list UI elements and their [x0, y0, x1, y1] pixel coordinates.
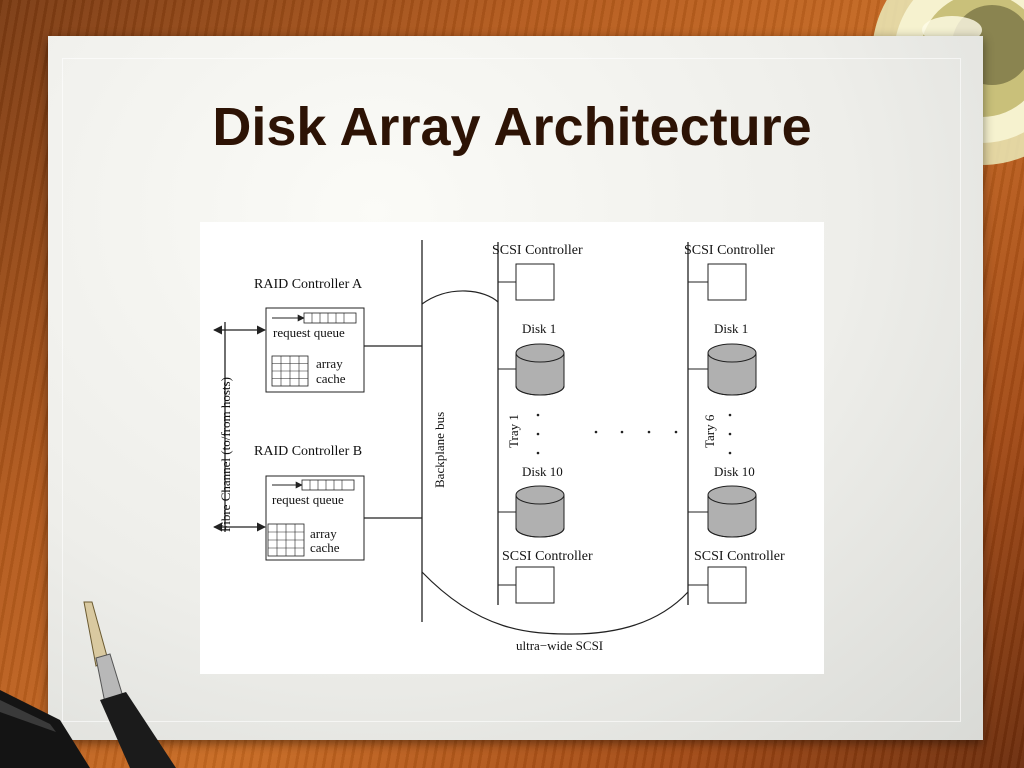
tray-1-bottom-controller-label: SCSI Controller [502, 549, 593, 564]
slide-title: Disk Array Architecture [212, 97, 812, 157]
array-cache-a-grid [271, 355, 309, 387]
fountain-pen-decoration [0, 601, 176, 768]
tray-1-disk-10-icon [515, 485, 565, 538]
backplane-bus-label: Backplane bus [432, 412, 447, 488]
ultra-wide-scsi-bus: ultra−wide SCSI [421, 571, 689, 653]
tray-1-first-disk-label: Disk 1 [522, 321, 556, 336]
raid-controller-b: RAID Controller B request queue [254, 444, 422, 561]
tray-6-top-controller-label: SCSI Controller [684, 243, 775, 258]
array-cache-a-label-2: cache [316, 371, 346, 386]
raid-controller-a-label: RAID Controller A [254, 277, 363, 292]
tray-6-top-controller-box [707, 263, 747, 301]
tray-1-ellipsis [536, 413, 540, 455]
fibre-channel-link: Fibre Channel (to/from hosts) [213, 322, 266, 532]
array-cache-a-label-1: array [316, 356, 343, 371]
ultra-wide-scsi-label: ultra−wide SCSI [516, 638, 603, 653]
array-cache-b-label-1: array [310, 526, 337, 541]
tray-6-label: Tary 6 [702, 414, 717, 448]
fibre-channel-label: Fibre Channel (to/from hosts) [218, 377, 233, 532]
tray-1-top-controller-label: SCSI Controller [492, 243, 583, 258]
request-queue-b-slots [301, 479, 355, 491]
raid-controller-b-label: RAID Controller B [254, 444, 362, 459]
tray-1-bottom-controller-box [515, 566, 555, 604]
tray-6-bottom-controller-box [707, 566, 747, 604]
tray-6-ellipsis [728, 413, 732, 455]
paper-inner-border [62, 58, 961, 722]
architecture-diagram: Fibre Channel (to/from hosts) RAID Contr… [200, 222, 824, 674]
request-queue-a-slots [303, 312, 357, 324]
backplane-bus: Backplane bus [421, 240, 499, 622]
request-queue-b-label: request queue [272, 492, 344, 507]
raid-controller-a: RAID Controller A request queue [254, 277, 422, 393]
diagram-canvas: Fibre Channel (to/from hosts) RAID Contr… [213, 240, 785, 653]
array-cache-b-grid [267, 523, 305, 557]
tray-6-disk-1-icon [707, 343, 757, 396]
tray-6: SCSI Controller Disk 1 Tary 6 Disk 10 [684, 242, 785, 605]
request-queue-a-label: request queue [273, 325, 345, 340]
array-cache-b-label-2: cache [310, 540, 340, 555]
tray-1-top-controller-box [515, 263, 555, 301]
tray-1-label: Tray 1 [506, 414, 521, 448]
tray-1: SCSI Controller Disk 1 Tray 1 Disk 10 [492, 242, 593, 605]
tray-6-disk-10-icon [707, 485, 757, 538]
tray-6-last-disk-label: Disk 10 [714, 464, 755, 479]
tray-6-bottom-controller-label: SCSI Controller [694, 549, 785, 564]
tray-6-first-disk-label: Disk 1 [714, 321, 748, 336]
tray-1-last-disk-label: Disk 10 [522, 464, 563, 479]
tray-1-disk-1-icon [515, 343, 565, 396]
trays-ellipsis [594, 430, 678, 434]
